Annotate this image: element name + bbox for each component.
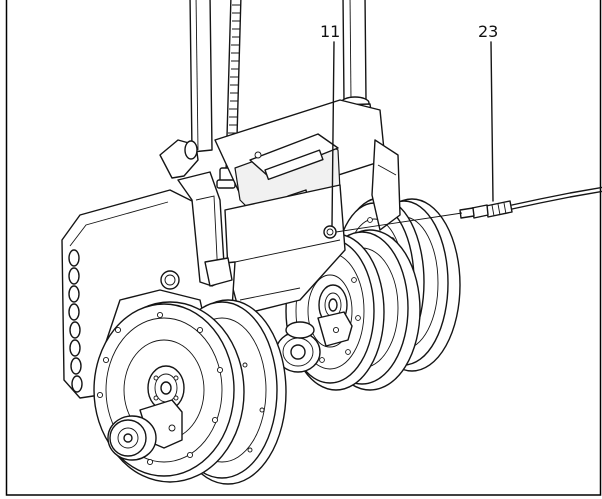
- leader-lines: [331, 41, 494, 233]
- connector-plug: [459, 186, 602, 219]
- callout-label-11: 11: [320, 22, 340, 41]
- callout-label-23: 23: [478, 22, 498, 41]
- figure-frame: [5, 0, 602, 496]
- chassis-body: [214, 99, 401, 339]
- front-column: [159, 139, 233, 287]
- wheel-front-pair: [93, 299, 287, 485]
- side-plate: [61, 189, 236, 399]
